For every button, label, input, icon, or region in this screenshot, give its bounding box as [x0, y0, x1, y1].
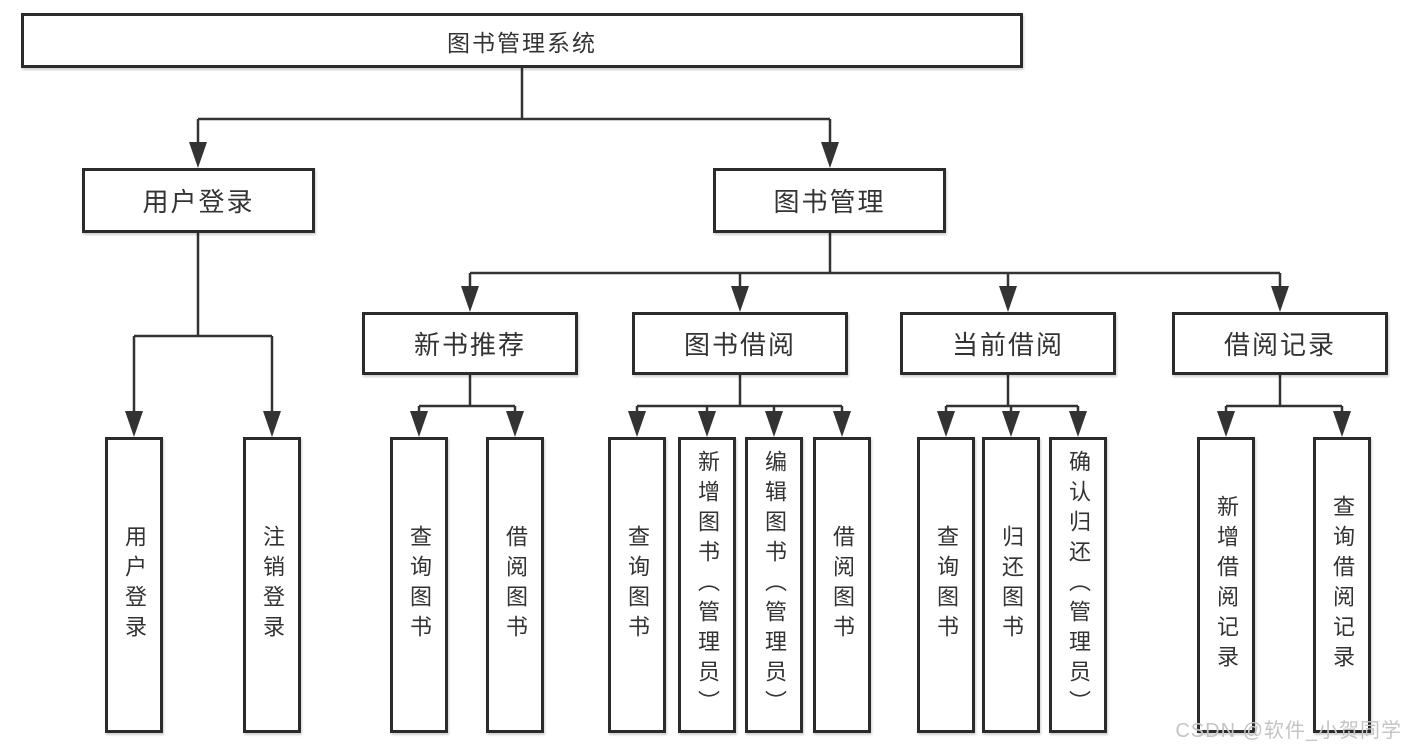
leaf-user-login: 用户登录 [105, 437, 163, 733]
csdn-watermark: CSDN @软件_小贺同学 [1175, 720, 1402, 742]
connector-line [196, 68, 832, 144]
arrow-down-icon [698, 411, 716, 437]
leaf-add-borrow-record: 新增借阅记录 [1197, 437, 1255, 733]
arrow-down-icon [1217, 411, 1235, 437]
arrow-down-icon [1333, 411, 1351, 437]
connector-line [132, 233, 274, 413]
node-library-management-system: 图书管理系统 [21, 13, 1023, 68]
node-borrow-records: 借阅记录 [1172, 312, 1388, 375]
leaf-query-borrow-record: 查询借阅记录 [1313, 437, 1371, 733]
node-book-management: 图书管理 [713, 168, 946, 233]
node-current-borrow: 当前借阅 [900, 312, 1116, 375]
connector-line [944, 375, 1080, 413]
arrow-down-icon [1002, 411, 1020, 437]
connector-borrow-records-to-leaves [1224, 375, 1344, 413]
connector-book-borrow-to-leaves [635, 375, 844, 413]
leaf-query-books-recommend: 查询图书 [390, 437, 448, 733]
arrow-down-icon [1271, 286, 1289, 312]
node-book-borrow: 图书借阅 [632, 312, 848, 375]
leaf-return-books: 归还图书 [982, 437, 1040, 733]
node-new-book-recommend: 新书推荐 [362, 312, 578, 375]
connector-line [1224, 375, 1344, 413]
connector-book-management-to-level3 [468, 233, 1282, 288]
leaf-borrow-books-recommend: 借阅图书 [486, 437, 544, 733]
leaf-borrow-books: 借阅图书 [813, 437, 871, 733]
leaf-confirm-return-admin: 确认归还（管理员） [1049, 437, 1107, 733]
arrow-down-icon [410, 411, 428, 437]
node-user-login: 用户登录 [82, 168, 315, 233]
leaf-add-book-admin: 新增图书（管理员） [678, 437, 736, 733]
arrow-down-icon [125, 411, 143, 437]
arrow-down-icon [189, 142, 207, 168]
leaf-query-books-borrow: 查询图书 [608, 437, 666, 733]
arrow-down-icon [999, 286, 1017, 312]
connector-user-login-to-leaves [132, 233, 274, 413]
arrow-down-icon [461, 286, 479, 312]
arrow-down-icon [628, 411, 646, 437]
connector-current-borrow-to-leaves [944, 375, 1080, 413]
connector-new-book-recommend-to-leaves [417, 375, 517, 413]
connector-root-to-level2 [196, 68, 832, 144]
arrow-down-icon [1069, 411, 1087, 437]
leaf-logout: 注销登录 [243, 437, 301, 733]
leaf-query-books-current: 查询图书 [917, 437, 975, 733]
connector-line [468, 233, 1282, 288]
arrow-down-icon [937, 411, 955, 437]
arrow-down-icon [506, 411, 524, 437]
leaf-edit-book-admin: 编辑图书（管理员） [745, 437, 803, 733]
arrow-down-icon [731, 286, 749, 312]
arrow-down-icon [833, 411, 851, 437]
arrow-down-icon [263, 411, 281, 437]
connector-line [635, 375, 844, 413]
arrow-down-icon [821, 142, 839, 168]
connector-line [417, 375, 517, 413]
arrow-down-icon [765, 411, 783, 437]
